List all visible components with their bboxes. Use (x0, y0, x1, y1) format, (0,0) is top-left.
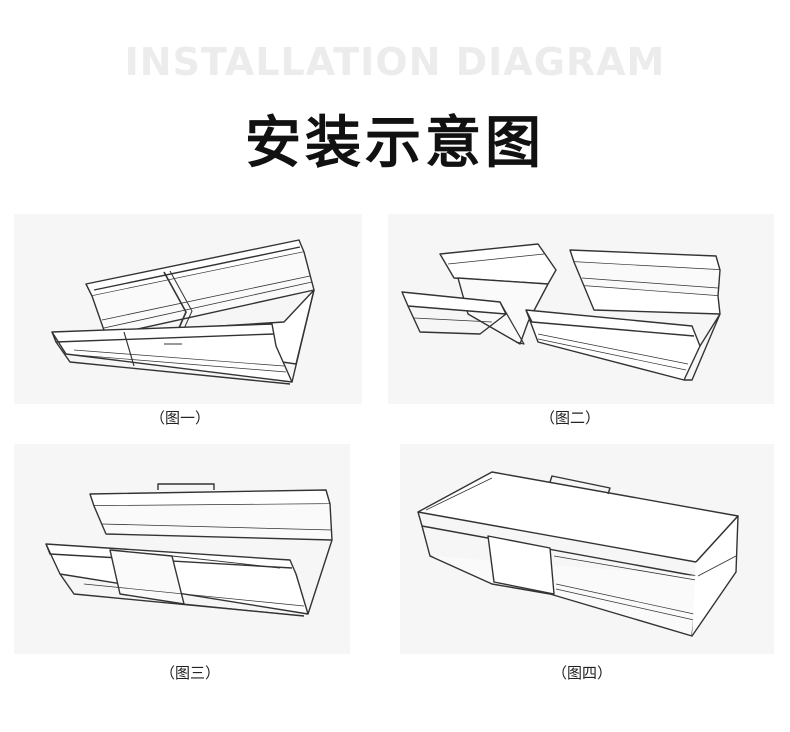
figure-2-caption: （图二） (539, 409, 600, 427)
installation-diagram-heading: INSTALLATION DIAGRAM (124, 40, 666, 84)
figure-3-caption: （图三） (159, 664, 220, 682)
figure-4-caption: （图四） (551, 664, 612, 682)
figure-1-panel (14, 214, 362, 404)
figure-1-caption: （图一） (149, 409, 210, 427)
figure-2-gutter-drawing (401, 243, 721, 381)
figure-3-gutter-drawing (45, 483, 333, 617)
figure-4-panel (400, 444, 774, 654)
figure-1-gutter-drawing (51, 239, 315, 385)
figure-2-panel (388, 214, 774, 404)
figure-4-gutter-drawing (417, 471, 739, 637)
figure-3-panel (14, 444, 350, 654)
page-title: 安装示意图 (245, 111, 545, 176)
